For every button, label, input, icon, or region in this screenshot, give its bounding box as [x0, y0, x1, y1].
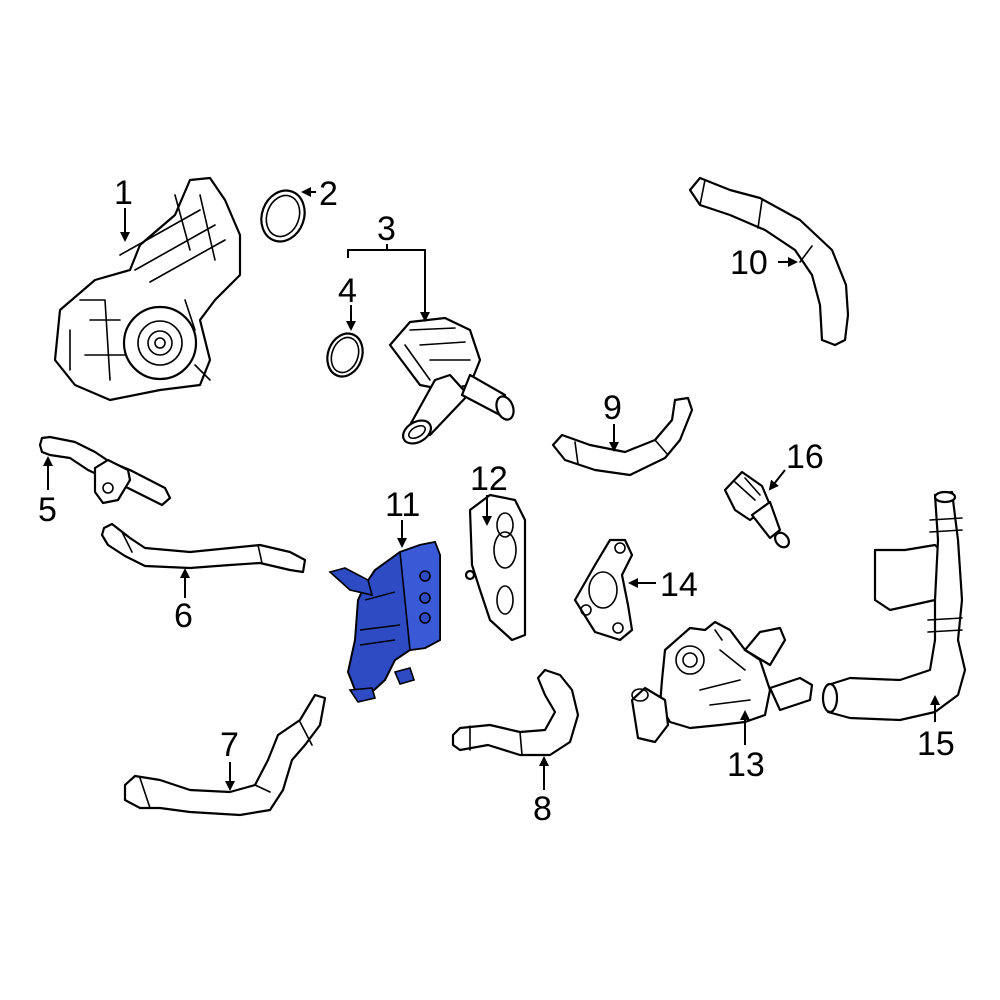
callout-14: 14 — [660, 566, 698, 604]
callouts: 1 2 3 4 5 6 7 8 9 10 11 12 13 14 15 16 — [38, 174, 955, 828]
part-6-pipe[interactable] — [100, 522, 307, 574]
part-11-valve[interactable] — [328, 540, 441, 703]
part-3-water-outlet[interactable] — [388, 316, 517, 448]
callout-13: 13 — [727, 746, 765, 784]
callout-12: 12 — [470, 460, 508, 498]
callout-7: 7 — [220, 726, 239, 764]
part-16-sensor[interactable] — [723, 470, 792, 550]
callout-8: 8 — [533, 790, 552, 828]
part-14-gasket[interactable] — [573, 538, 634, 642]
part-4-o-ring[interactable] — [322, 329, 369, 382]
part-9-hose[interactable] — [551, 396, 694, 477]
part-13-thermostat-housing[interactable] — [630, 620, 814, 744]
callout-5: 5 — [38, 491, 57, 529]
callout-11: 11 — [385, 486, 420, 524]
callout-2: 2 — [319, 175, 338, 213]
callout-1: 1 — [114, 174, 133, 212]
part-15-pipe[interactable] — [821, 490, 967, 722]
part-10-hose[interactable] — [688, 176, 850, 347]
callout-16: 16 — [786, 438, 824, 476]
leader-lines — [43, 187, 940, 791]
part-12-gasket[interactable] — [464, 493, 527, 642]
callout-3: 3 — [377, 210, 396, 248]
callout-9: 9 — [603, 389, 622, 427]
part-2-o-ring[interactable] — [254, 184, 311, 247]
callout-4: 4 — [338, 272, 357, 310]
part-1-housing[interactable] — [53, 176, 242, 402]
callout-15: 15 — [917, 725, 955, 763]
part-8-hose[interactable] — [451, 668, 580, 757]
callout-6: 6 — [174, 597, 193, 635]
part-7-hose[interactable] — [123, 693, 327, 817]
callout-10: 10 — [730, 244, 768, 282]
part-5-pipe[interactable] — [38, 435, 172, 507]
